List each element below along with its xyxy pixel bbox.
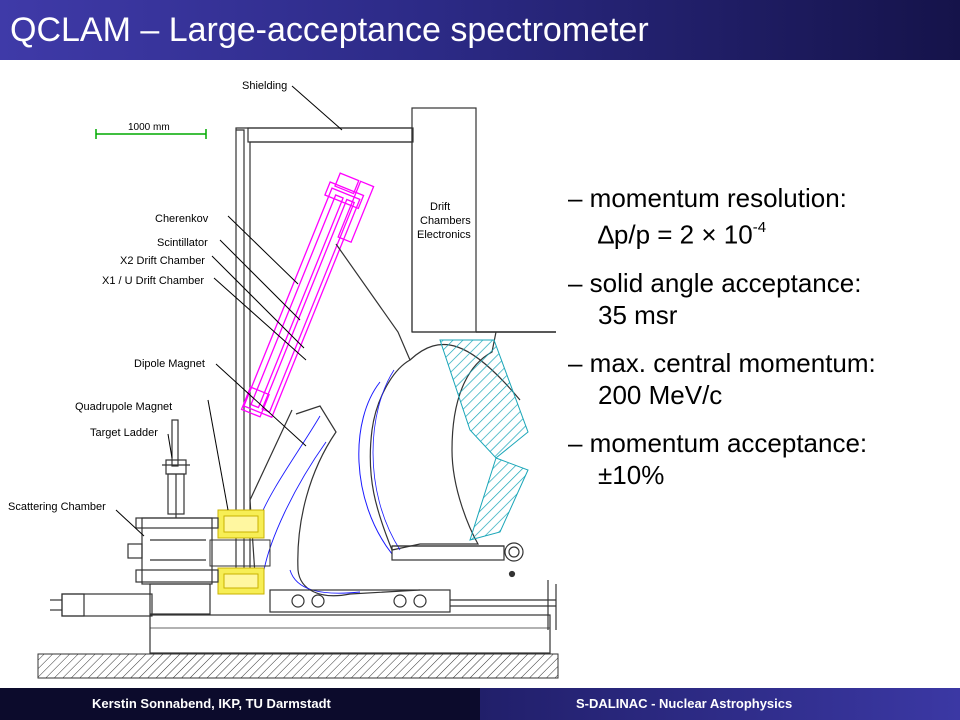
spec-list: – momentum resolution: ∆p/p = 2 × 10-4 –… bbox=[568, 182, 958, 507]
title-bar: QCLAM – Large-acceptance spectrometer bbox=[0, 0, 960, 60]
scattering-chamber bbox=[50, 517, 219, 617]
label-cherenkov: Cherenkov bbox=[155, 213, 209, 225]
footer-author: Kerstin Sonnabend, IKP, TU Darmstadt bbox=[0, 688, 480, 720]
dipole-magnet bbox=[335, 243, 529, 578]
label-electronics-3: Electronics bbox=[417, 229, 471, 241]
bullet-momentum-acceptance: – momentum acceptance: ±10% bbox=[568, 427, 868, 490]
label-scintillator: Scintillator bbox=[157, 237, 208, 249]
label-shielding: Shielding bbox=[242, 80, 287, 92]
scale-bar: 1000 mm bbox=[95, 122, 207, 139]
label-x2: X2 Drift Chamber bbox=[120, 255, 205, 267]
scale-label: 1000 mm bbox=[128, 122, 170, 133]
label-quadrupole: Quadrupole Magnet bbox=[75, 401, 172, 413]
label-scattering: Scattering Chamber bbox=[8, 501, 106, 513]
footer-project: S-DALINAC - Nuclear Astrophysics bbox=[480, 688, 960, 720]
label-ladder: Target Ladder bbox=[90, 427, 158, 439]
quadrupole-magnet bbox=[209, 509, 271, 595]
label-x1: X1 / U Drift Chamber bbox=[102, 275, 204, 287]
footer: Kerstin Sonnabend, IKP, TU Darmstadt S-D… bbox=[0, 688, 960, 720]
spectrometer-diagram: 1000 mm bbox=[8, 80, 559, 679]
label-electronics-2: Chambers bbox=[420, 215, 471, 227]
bullet-momentum-resolution: – momentum resolution: ∆p/p = 2 × 10-4 bbox=[568, 183, 847, 250]
slide-title: QCLAM – Large-acceptance spectrometer bbox=[10, 11, 649, 49]
shielding bbox=[235, 107, 556, 570]
bullet-solid-angle: – solid angle acceptance: 35 msr bbox=[568, 267, 862, 330]
detector-package bbox=[240, 172, 375, 419]
label-electronics-1: Drift bbox=[430, 201, 450, 213]
target-ladder bbox=[162, 419, 190, 518]
label-dipole: Dipole Magnet bbox=[134, 358, 205, 370]
floor bbox=[37, 653, 559, 679]
bullet-central-momentum: – max. central momentum: 200 MeV/c bbox=[568, 347, 876, 410]
